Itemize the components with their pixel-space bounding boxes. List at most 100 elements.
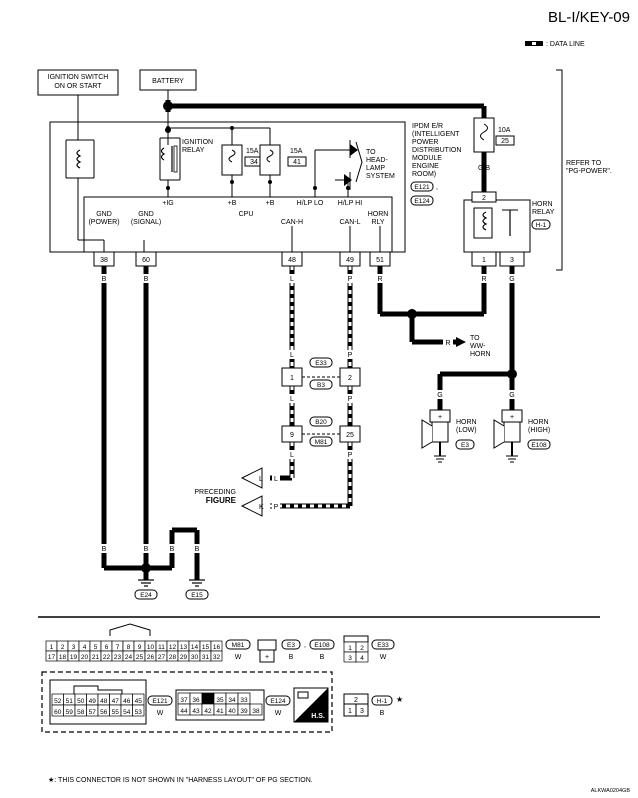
horn-relay-splice (407, 309, 417, 319)
connector-e121-id: E121 (152, 698, 168, 705)
e33-pin-label: 2 (360, 645, 364, 652)
ipdm-label-4: DISTRIBUTION (412, 147, 461, 154)
connector-e33-id: E33 (377, 642, 389, 649)
e121-pin-label: 59 (66, 709, 74, 716)
m81-pin-label: 13 (180, 644, 188, 651)
e124-pin-label: 38 (252, 708, 260, 715)
e121-pin-label: 60 (54, 709, 62, 716)
wire-p-2: P (348, 352, 353, 359)
fuse-41-number: 41 (293, 159, 301, 166)
m81-pin-label: 18 (59, 654, 67, 661)
e124-pin-label: 37 (180, 697, 188, 704)
ipdm-pin-48: 48 (288, 257, 296, 264)
terminal-b2: +B (266, 200, 275, 207)
ipdm-label-3: POWER (412, 139, 438, 146)
ignition-switch-line1: IGNITION SWITCH (48, 74, 109, 81)
headlamp-label-4: SYSTEM (366, 173, 395, 180)
e121-pin-label: 53 (135, 709, 143, 716)
m81-pin-label: 11 (158, 644, 165, 651)
e121-pin-label: 56 (100, 709, 108, 716)
headlamp-arrow-lo-icon (350, 144, 358, 156)
horn-high-plus: + (510, 414, 514, 421)
terminal-gnd-power-1: GND (96, 211, 112, 218)
fuse-41-icon (259, 144, 281, 176)
m81-pin-label: 4 (83, 644, 87, 651)
m81-pin-label: 17 (48, 654, 56, 661)
m81-pin-label: 15 (202, 644, 210, 651)
connector-h1-star: ★ (396, 695, 403, 704)
e121-pin-label: 48 (100, 698, 108, 705)
headlamp-label-3: LAMP (366, 165, 385, 172)
e124-pin-label: 40 (228, 708, 236, 715)
horn-high-connector: E108 (531, 442, 547, 449)
connector-h1-pin-1: 1 (348, 708, 352, 715)
wire-g-1: G (509, 276, 514, 283)
joint-e33: E33 (315, 360, 327, 367)
ignition-relay-label-1: IGNITION (182, 139, 213, 146)
m81-pin-label: 29 (180, 654, 188, 661)
preceding-label-1: PRECEDING (194, 489, 236, 496)
e33-pin-label: 4 (360, 655, 364, 662)
terminal-gnd-signal-2: (SIGNAL) (131, 219, 161, 226)
e121-pin-label: 58 (77, 709, 85, 716)
e121-pin-label: 55 (112, 709, 120, 716)
connector-e3-view (259, 649, 275, 663)
ground-e24-label: E24 (140, 592, 152, 599)
ground-splice (141, 563, 151, 573)
horn-relay-pin-2: 2 (482, 195, 486, 202)
joint-m81: M81 (315, 439, 328, 446)
e121-pin-label: 57 (89, 709, 97, 716)
wire-l-5: L (274, 476, 278, 483)
to-ww-horn-arrow-icon (456, 337, 466, 347)
wire-p-5: P (274, 504, 279, 511)
heavy-wires (101, 100, 515, 580)
page-code: BL-I/KEY-09 (548, 9, 630, 26)
preceding-label-2: FIGURE (206, 496, 237, 505)
ground-e15-label: E15 (191, 592, 203, 599)
connector-h1-id: H-1 (377, 698, 388, 705)
wire-l-4: L (290, 452, 294, 459)
m81-pin-label: 3 (72, 644, 76, 651)
ipdm-label-6: ENGINE (412, 163, 439, 170)
m81-pin-label: 30 (191, 654, 199, 661)
e124-pin-cell (201, 692, 215, 705)
ipdm-er-box (49, 121, 406, 253)
svg-text:,: , (304, 642, 306, 649)
m81-pin-label: 21 (92, 654, 100, 661)
m81-pin-label: 27 (158, 654, 166, 661)
wire-p-4: P (348, 452, 353, 459)
connector-e124-color: W (275, 710, 282, 717)
fuse-34-number: 34 (250, 159, 258, 166)
fuse-34-icon (221, 144, 243, 176)
battery-label: BATTERY (152, 78, 184, 85)
horn-low-label-2: (LOW) (456, 427, 477, 434)
to-ww-horn-1: TO (470, 335, 480, 342)
ignition-relay-label-2: RELAY (182, 147, 205, 154)
horn-relay-pin-1: 1 (482, 257, 486, 264)
m81-pin-cell (210, 650, 223, 662)
ipdm-pin-60: 60 (142, 257, 150, 264)
connector-h1-color: B (380, 710, 385, 717)
joint-b20: B20 (315, 419, 327, 426)
horn-low-label-1: HORN (456, 419, 477, 426)
svg-text:,: , (436, 184, 438, 191)
m81-pin-label: 23 (114, 654, 122, 661)
e121-pin-label: 47 (112, 698, 120, 705)
to-ww-horn-2: WW- (470, 343, 486, 350)
battery-splice (163, 101, 173, 111)
wire-l-1: L (290, 276, 294, 283)
preceding-arrow-l-icon (240, 467, 263, 489)
terminal-gnd-signal-1: GND (138, 211, 154, 218)
e33-pin-label: 3 (348, 655, 352, 662)
e121-pin-label: 54 (123, 709, 131, 716)
connector-e33-color: W (380, 654, 387, 661)
to-ww-horn-3: HORN (470, 351, 491, 358)
e121-pin-label: 52 (54, 698, 62, 705)
horn-high-label-1: HORN (528, 419, 549, 426)
cpu-box (83, 196, 393, 253)
wire-gb: G/B (478, 165, 490, 172)
joint-pin-1: 1 (290, 375, 294, 382)
e124-pin-label: 42 (204, 708, 212, 715)
